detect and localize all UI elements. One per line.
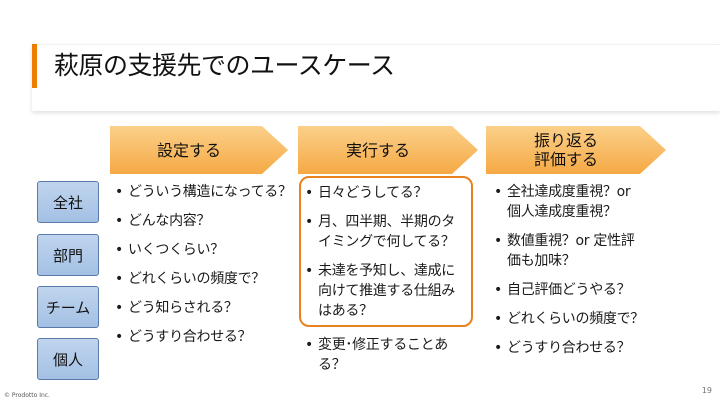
copyright-text: © Prodotto Inc.: [4, 392, 50, 399]
title-bar: [32, 44, 720, 111]
list-item: 自己評価どうやる？: [494, 280, 674, 300]
list-item: どう知らされる？: [115, 298, 295, 318]
scope-company-box: 全社: [37, 181, 99, 223]
list-item: 全社達成度重視？or 個人達成度重視？: [494, 182, 674, 222]
set-questions-list: どういう構造になってる？ どんな内容？ いくつくらい？ どれくらいの頻度で？ ど…: [115, 182, 295, 356]
list-item: どんな内容？: [115, 211, 295, 231]
review-questions-list: 全社達成度重視？or 個人達成度重視？ 数値重視？or 定性評 価も加味？ 自己…: [494, 182, 674, 367]
phase-review-chevron: 振り返る 評価する: [486, 126, 666, 174]
list-item: いくつくらい？: [115, 240, 295, 260]
list-item: どうすり合わせる？: [494, 338, 674, 358]
list-item: 月、四半期、半期のタ イミングで何してる？: [305, 212, 475, 252]
list-item: どれくらいの頻度で？: [494, 309, 674, 329]
list-item: 日々どうしてる？: [305, 183, 475, 203]
list-item: どれくらいの頻度で？: [115, 269, 295, 289]
slide-title: 萩原の支援先でのユースケース: [54, 51, 395, 80]
list-item: 未達を予知し、達成に 向けて推進する仕組み はある？: [305, 261, 475, 321]
phase-execute-chevron: 実行する: [298, 126, 478, 174]
scope-department-box: 部門: [37, 234, 99, 276]
list-item: どういう構造になってる？: [115, 182, 295, 202]
list-item: 数値重視？or 定性評 価も加味？: [494, 231, 674, 271]
list-item: どうすり合わせる？: [115, 327, 295, 347]
scope-team-box: チーム: [37, 286, 99, 328]
page-number: 19: [701, 386, 712, 395]
title-accent-bar: [32, 44, 37, 88]
phase-set-chevron: 設定する: [110, 126, 288, 174]
execute-questions-list: 日々どうしてる？ 月、四半期、半期のタ イミングで何してる？ 未達を予知し、達成…: [305, 183, 475, 384]
scope-individual-box: 個人: [37, 338, 99, 380]
list-item: 変更･修正することあ る？: [305, 335, 475, 375]
